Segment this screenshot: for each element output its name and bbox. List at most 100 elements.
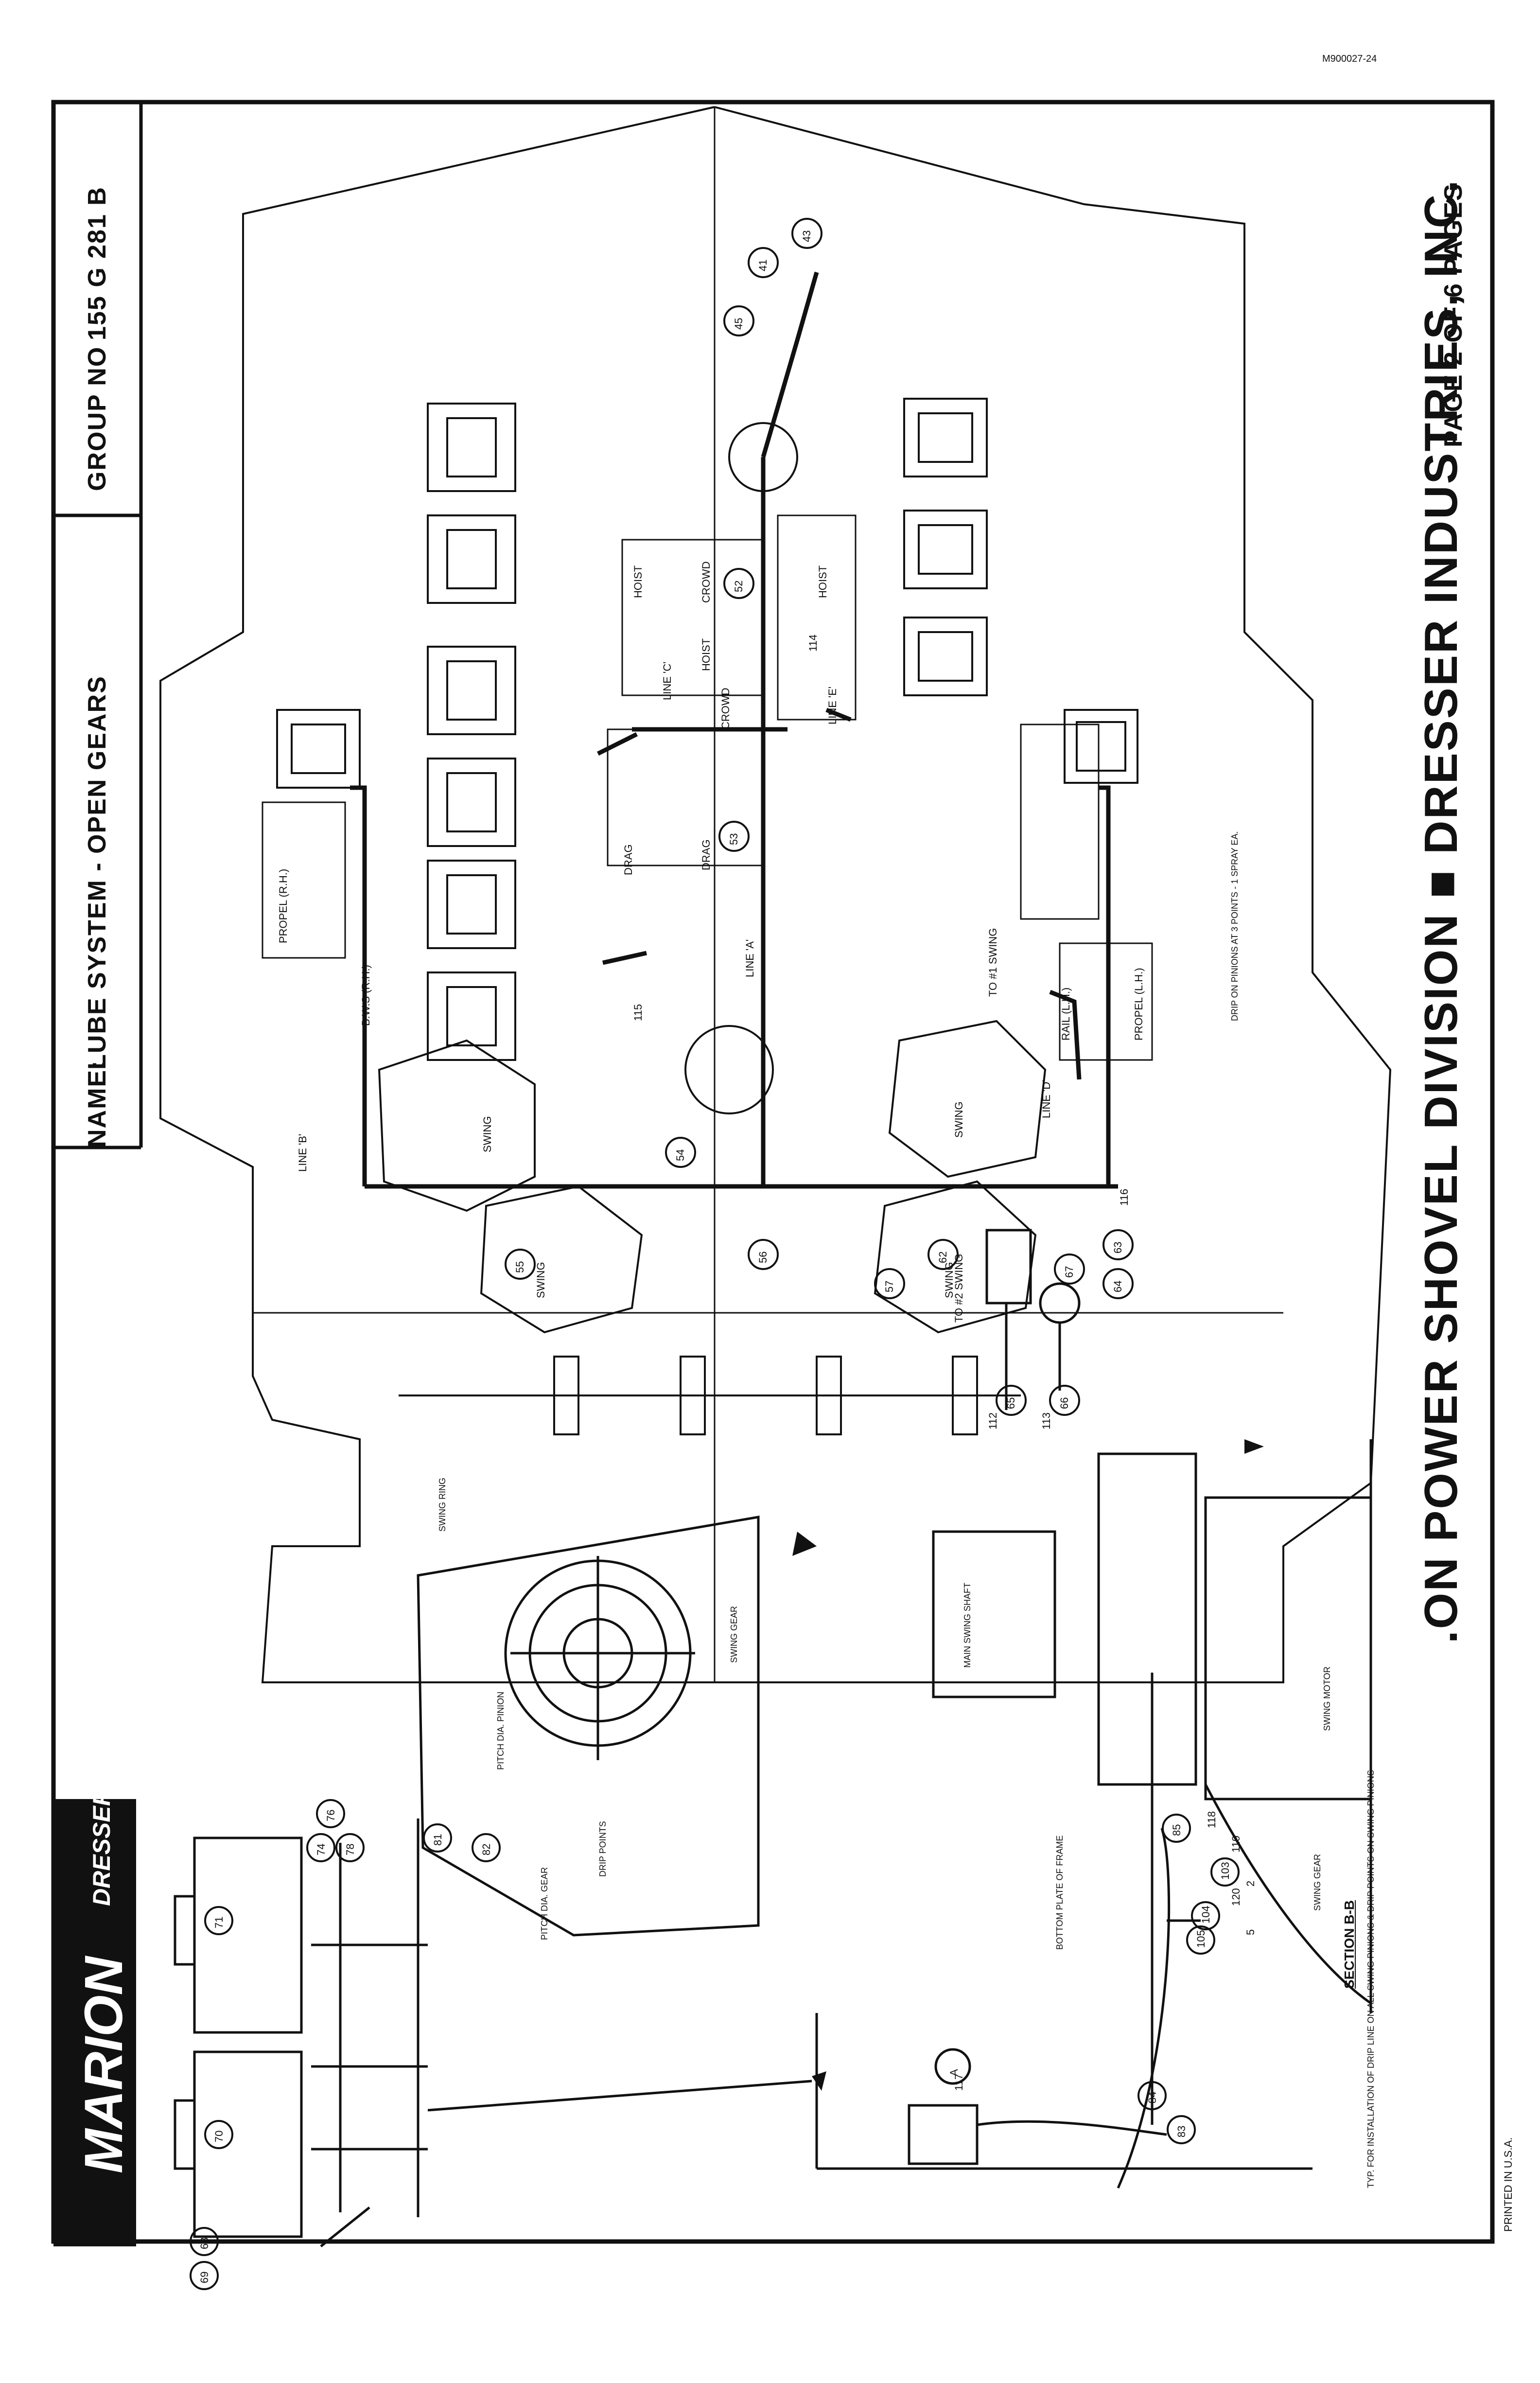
- callout-number: 41: [757, 259, 769, 271]
- callout-number: 66: [1058, 1397, 1070, 1409]
- callout-number: 117: [953, 2073, 965, 2091]
- logo-marion: MARION: [74, 1956, 134, 2173]
- callout-number: 74: [315, 1843, 327, 1855]
- callout-number: 116: [1118, 1188, 1130, 1206]
- machinery-rail-lh: RAIL (L.H.): [1060, 987, 1072, 1041]
- pitch-pinion-label: PITCH DIA. PINION: [496, 1691, 506, 1770]
- callout-number: 76: [325, 1809, 337, 1821]
- machinery-crowd-1: CROWD: [700, 561, 712, 603]
- machinery-hoist-2: HOIST: [700, 638, 712, 671]
- callout-number: 85: [1171, 1824, 1183, 1836]
- line-label-b: LINE 'B': [297, 1133, 309, 1172]
- callout-number: 113: [1040, 1412, 1052, 1430]
- machinery-swing-1: SWING: [481, 1116, 493, 1152]
- pinion-swing-gear-label: SWING GEAR: [729, 1606, 739, 1663]
- section-swing-gear-label: SWING GEAR: [1312, 1853, 1322, 1911]
- name-label: NAME:: [83, 1059, 111, 1147]
- callout-number: 104: [1200, 1906, 1212, 1924]
- callout-number: 53: [728, 833, 740, 845]
- machinery-hoist-3: HOIST: [817, 565, 829, 598]
- lube-lines: [350, 271, 1118, 1189]
- gear-sets-lower: [903, 398, 1138, 784]
- callout-number: 105: [1195, 1930, 1207, 1948]
- drip-points-label: DRIP POINTS: [598, 1821, 608, 1877]
- pump-assembly: [985, 1229, 1081, 1410]
- machinery-bws-rh: B.W.S (R.H.): [360, 965, 372, 1026]
- machinery-propel-rh: PROPEL (R.H.): [277, 868, 289, 943]
- leader-arrows: [792, 1439, 1264, 2091]
- gear-sets-upper: [276, 403, 516, 1061]
- machinery-to-swing-2: TO #2 SWING: [953, 1253, 965, 1323]
- line-label-d: LINE 'D': [1040, 1079, 1052, 1118]
- callout-number: 83: [1175, 2125, 1188, 2137]
- callout-number: 52: [733, 580, 745, 592]
- machinery-hoist-1: HOIST: [632, 565, 644, 598]
- callout-number: 69: [198, 2271, 210, 2283]
- section-title: SECTION B-B: [1342, 1900, 1357, 1989]
- swing-ring-label: SWING RING: [438, 1478, 447, 1532]
- swing-pinions: [378, 422, 1047, 1334]
- callout-number: 112: [987, 1412, 999, 1430]
- callout-number: 43: [801, 230, 813, 242]
- group-value: 155 G 281 B: [83, 186, 111, 340]
- printed-note: PRINTED IN U.S.A.: [1502, 2137, 1514, 2232]
- machinery-to-swing-1: TO #1 SWING: [987, 928, 999, 997]
- machinery-drag-1: DRAG: [622, 844, 634, 875]
- callout-number: 82: [480, 1843, 492, 1855]
- line-label-c: LINE 'C': [661, 661, 673, 700]
- callout-number: 71: [213, 1916, 225, 1928]
- machinery-crowd-2: CROWD: [719, 688, 732, 729]
- doc-code: M900027-24: [1322, 53, 1377, 64]
- callout-number: 56: [757, 1251, 769, 1263]
- callout-number: 63: [1112, 1241, 1124, 1253]
- callout-number: 55: [514, 1261, 526, 1273]
- bottom-plate-label: BOTTOM PLATE OF FRAME: [1055, 1835, 1065, 1950]
- callout-number: 62: [937, 1251, 949, 1263]
- callout-number: 45: [733, 318, 745, 330]
- shaft-lines: [399, 1356, 1021, 1435]
- callout-number: 2: [1244, 1880, 1257, 1887]
- group-label: GROUP NO: [83, 346, 111, 491]
- callout-number: 65: [1005, 1397, 1017, 1409]
- lube-pump-detail: [815, 2013, 1312, 2170]
- callout-number: 5: [1244, 1929, 1257, 1935]
- machinery-swing-2: SWING: [535, 1262, 547, 1298]
- callout-number: 120: [1230, 1888, 1242, 1906]
- callout-number: 114: [807, 634, 819, 652]
- callout-number: A: [948, 2069, 960, 2076]
- section-bb-view: [932, 1439, 1372, 2189]
- machinery-drag-2: DRAG: [700, 839, 712, 870]
- callout-number: 57: [883, 1280, 895, 1292]
- callout-number: 68: [198, 2237, 210, 2249]
- callout-number: 115: [632, 1004, 644, 1021]
- section-subtitle: TYP. FOR INSTALLATION OF DRIP LINE ON AL…: [1366, 1770, 1376, 2188]
- callout-number: 78: [344, 1843, 356, 1855]
- callout-bubbles: [190, 218, 1240, 2290]
- machinery-drip-note: DRIP ON PINIONS AT 3 POINTS - 1 SPRAY EA…: [1230, 831, 1240, 1021]
- swing-motor-label: SWING MOTOR: [1322, 1666, 1332, 1731]
- callout-number: 67: [1063, 1266, 1075, 1278]
- logo-dresser: DRESSER: [88, 1788, 115, 1906]
- callout-number: 81: [432, 1834, 444, 1846]
- logo-block: [53, 1799, 136, 2246]
- swing-gear-detail: [417, 1516, 760, 1937]
- callout-number: 119: [1230, 1835, 1242, 1853]
- name-value: LUBE SYSTEM - OPEN GEARS: [83, 675, 111, 1070]
- pitch-gear-label: PITCH DIA. GEAR: [540, 1867, 549, 1940]
- callout-number: 103: [1219, 1862, 1231, 1880]
- callout-number: 70: [213, 2130, 225, 2142]
- outer-border: [51, 100, 1495, 2244]
- line-label-a: LINE 'A': [744, 939, 756, 977]
- machinery-propel-lh: PROPEL (L.H.): [1133, 968, 1145, 1041]
- footer-company: .ON POWER SHOVEL DIVISION ■ DRESSER INDU…: [1415, 178, 1467, 1643]
- callout-number: 118: [1206, 1811, 1218, 1828]
- machinery-swing-4: SWING: [953, 1101, 965, 1138]
- main-swing-shaft-label: MAIN SWING SHAFT: [962, 1583, 972, 1668]
- line-label-e: LINE 'E': [826, 686, 839, 724]
- gear-case-detail: [174, 1818, 812, 2247]
- callout-number: 54: [674, 1149, 686, 1161]
- callout-number: 64: [1112, 1280, 1124, 1292]
- callout-number: 84: [1146, 2091, 1158, 2103]
